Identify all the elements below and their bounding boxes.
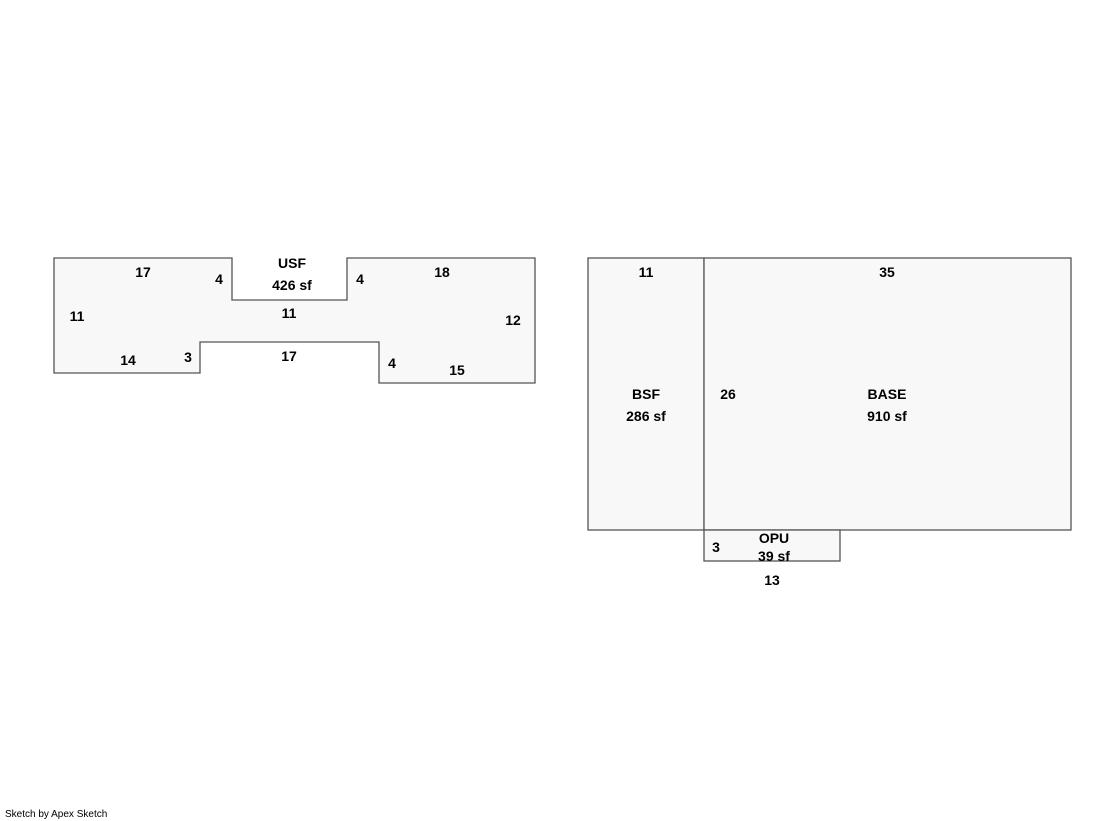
opu-dim: 3: [712, 539, 720, 555]
usf-dim: 18: [434, 264, 450, 280]
base-area-shape: [703, 257, 1072, 531]
opu-name: OPU: [759, 530, 789, 546]
sketch-credit: Sketch by Apex Sketch: [5, 809, 108, 820]
usf-dim: 17: [281, 348, 297, 364]
bsf-dim: 11: [639, 264, 654, 280]
usf-dim: 12: [505, 312, 521, 328]
base-dim: 35: [879, 264, 895, 280]
usf-dim: 4: [356, 271, 364, 287]
usf-dim: 11: [70, 308, 85, 324]
usf-dim: 4: [388, 355, 396, 371]
opu-dim: 13: [764, 572, 780, 588]
base-area: 910 sf: [867, 408, 907, 424]
usf-dim: 15: [449, 362, 465, 378]
usf-dim: 14: [120, 352, 136, 368]
usf-dim: 17: [135, 264, 151, 280]
bsf-area-shape: [587, 257, 705, 531]
base-dim: 26: [720, 386, 736, 402]
base-name: BASE: [868, 386, 907, 402]
bsf-area: 286 sf: [626, 408, 666, 424]
usf-dim: 4: [215, 271, 223, 287]
opu-area: 39 sf: [758, 548, 790, 564]
usf-name: USF: [278, 255, 306, 271]
usf-area: 426 sf: [272, 277, 312, 293]
bsf-name: BSF: [632, 386, 660, 402]
usf-dim: 3: [184, 349, 192, 365]
usf-area-shape: [53, 257, 536, 384]
opu-area-shape: [703, 529, 841, 562]
usf-dim: 11: [282, 305, 297, 321]
